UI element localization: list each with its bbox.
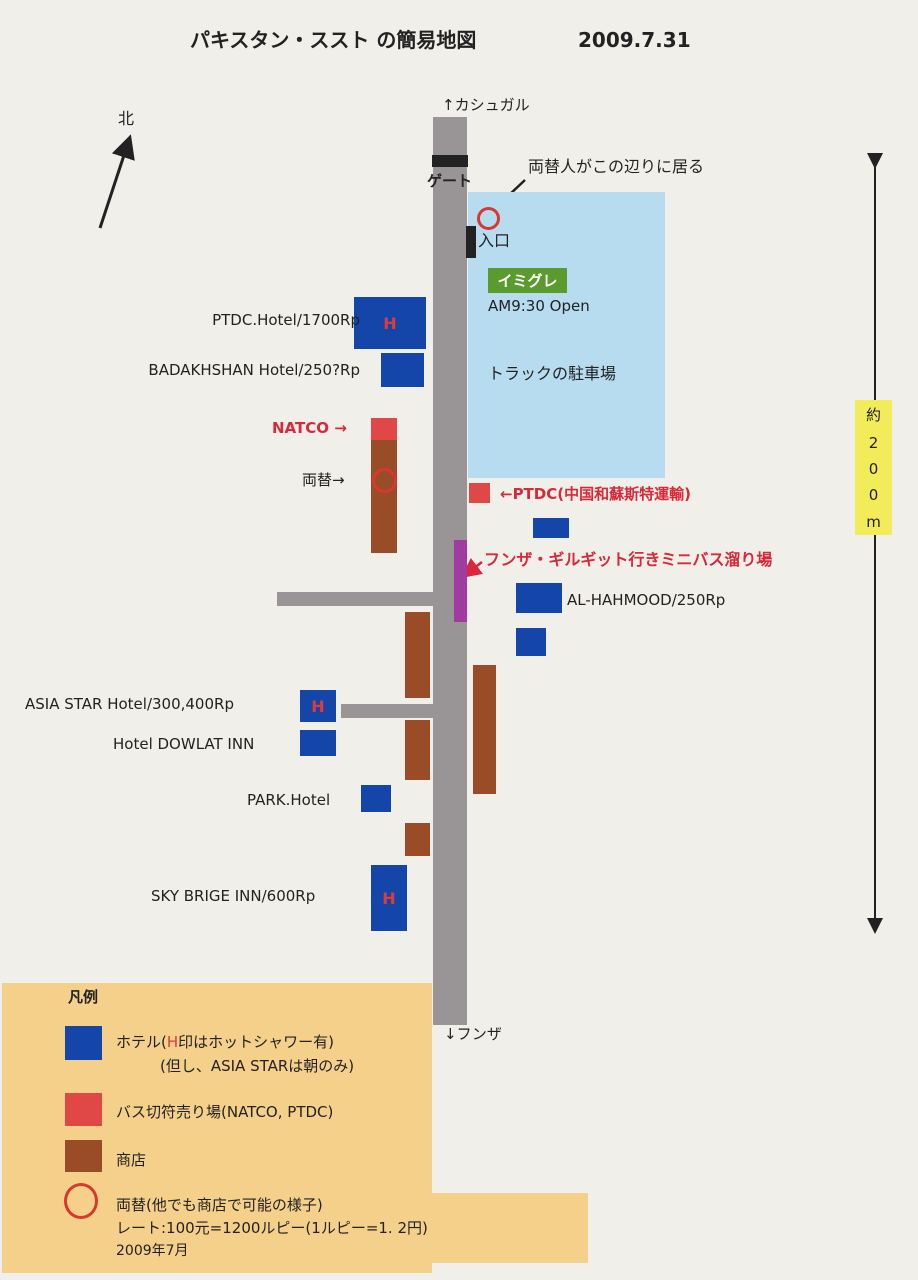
scale-char: 約 [865, 406, 881, 425]
park-hotel-label: PARK.Hotel [247, 791, 331, 809]
scale-char: 2 [868, 433, 879, 452]
dowlat-inn [300, 730, 336, 756]
park-hotel [361, 785, 391, 812]
truck-parking-label: トラックの駐車場 [488, 364, 617, 383]
legend-bus-swatch [65, 1093, 102, 1126]
scale-char: m [866, 512, 881, 531]
ptdc-bus-office [469, 483, 490, 503]
natco-office [371, 418, 397, 440]
ptdc-hotel: H [354, 297, 426, 349]
immigration-hours: AM9:30 Open [488, 297, 590, 315]
al-hahmood-hotel [516, 583, 562, 613]
truck-parking-area [468, 192, 665, 478]
entrance-bar [466, 226, 476, 258]
legend-exchange-circle-icon [64, 1183, 98, 1219]
sky-brige-inn: H [371, 865, 407, 931]
to-kashgar-label: ↑カシュガル [442, 96, 530, 114]
natco-label: NATCO → [272, 419, 347, 437]
hotel [533, 518, 569, 538]
money-exchange-circle-icon [477, 207, 500, 230]
legend-hotel-suffix: 印はホットシャワー有) [178, 1033, 334, 1051]
legend-hotel-note: (但し、ASIA STARは朝のみ) [160, 1057, 355, 1075]
north-arrow-icon [98, 134, 135, 229]
legend-hotel-h: H [166, 1033, 179, 1051]
dowlat-inn-label: Hotel DOWLAT INN [113, 735, 255, 753]
gate-bar [432, 155, 468, 167]
money-changers-note: 両替人がこの辺りに居る [528, 157, 705, 176]
shop [405, 612, 430, 698]
minibus-label: フンザ・ギルギット行きミニバス溜り場 [484, 550, 773, 569]
legend-hotel-swatch [65, 1026, 102, 1060]
minibus-stand [454, 540, 467, 622]
entrance-label: 入口 [478, 231, 511, 250]
map-date: 2009.7.31 [578, 28, 691, 52]
shop [405, 720, 430, 780]
legend-box-extension [430, 1193, 588, 1263]
legend-bus-text: バス切符売り場(NATCO, PTDC) [116, 1103, 334, 1121]
ptdc-hotel-label: PTDC.Hotel/1700Rp [212, 311, 360, 329]
to-hunza-label: ↓フンザ [444, 1025, 502, 1043]
gate-label: ゲート [427, 172, 473, 190]
scale-char: 0 [868, 459, 879, 478]
shop [371, 440, 397, 553]
badakhshan-hotel-label: BADAKHSHAN Hotel/250?Rp [148, 361, 360, 379]
hotel [516, 628, 546, 656]
legend-rate-text: レート:100元=1200ルピー(1ルピー=1. 2円) [116, 1219, 428, 1237]
legend-shop-text: 商店 [116, 1151, 147, 1169]
side-road [341, 704, 433, 718]
minibus-pointer-icon [461, 557, 483, 579]
exchange-label: 両替→ [302, 471, 345, 489]
shop [405, 823, 430, 856]
scale-char: 0 [868, 486, 879, 505]
shop [473, 665, 496, 794]
legend-shop-swatch [65, 1140, 102, 1172]
side-road [277, 592, 433, 606]
legend-hotel-text: ホテル(H印はホットシャワー有) [116, 1033, 334, 1051]
sky-brige-inn-label: SKY BRIGE INN/600Rp [151, 887, 316, 905]
asia-star-hotel: H [300, 690, 336, 722]
legend-exchange-text: 両替(他でも商店で可能の様子) [116, 1196, 323, 1214]
scale-label: 約 2 0 0 m [855, 400, 892, 535]
asia-star-hotel-label: ASIA STAR Hotel/300,400Rp [25, 695, 234, 713]
badakhshan-hotel [381, 353, 424, 387]
al-hahmood-label: AL-HAHMOOD/250Rp [567, 591, 726, 609]
legend-title: 凡例 [68, 988, 99, 1006]
legend-rate-date: 2009年7月 [116, 1243, 189, 1259]
map-title: パキスタン・ススト の簡易地図 [190, 28, 477, 52]
legend-hotel-prefix: ホテル( [116, 1033, 167, 1051]
ptdc-bus-label: ←PTDC(中国和蘇斯特運輸) [500, 485, 691, 503]
north-label: 北 [118, 109, 135, 128]
money-exchange-circle-icon [372, 468, 397, 493]
immigration-box: イミグレ [488, 268, 567, 293]
